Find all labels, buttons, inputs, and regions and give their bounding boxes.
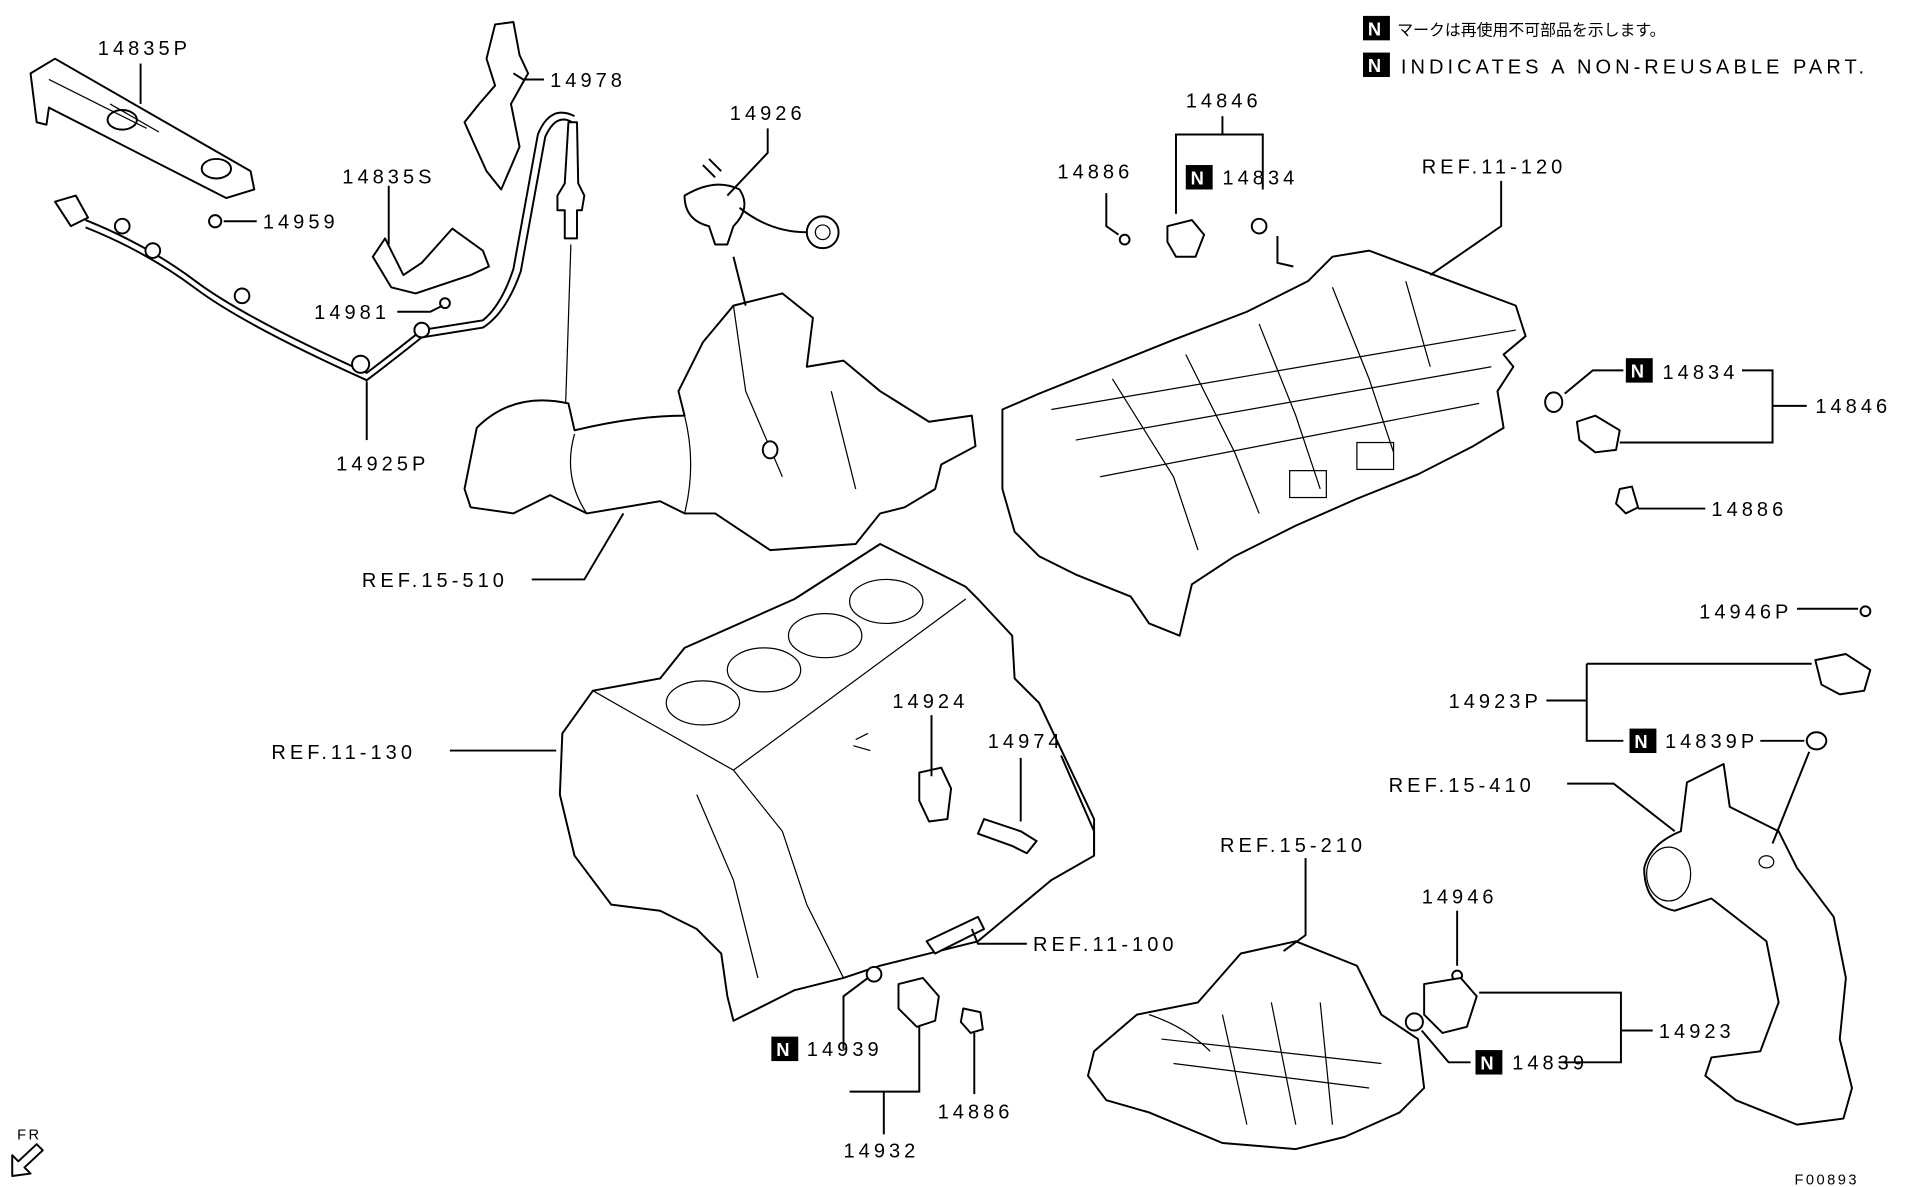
label-14924[interactable]: 14924 bbox=[892, 691, 968, 713]
non-reusable-mark: N bbox=[1631, 361, 1644, 382]
figure-code: F00893 bbox=[1795, 1173, 1859, 1187]
non-reusable-mark: N bbox=[1191, 168, 1204, 189]
label-ref-11-100[interactable]: REF.11-100 bbox=[1033, 934, 1178, 956]
harness-14925P-drawing bbox=[54, 194, 89, 228]
label-14925P[interactable]: 14925P bbox=[336, 454, 429, 476]
sensor-14978-area-drawing bbox=[556, 121, 586, 240]
label-14959[interactable]: 14959 bbox=[263, 212, 339, 234]
non-reusable-mark-icon bbox=[771, 1036, 799, 1062]
bracket-14978-drawing bbox=[463, 21, 530, 191]
label-14974[interactable]: 14974 bbox=[988, 731, 1064, 753]
bolt-14886-bottom-drawing bbox=[959, 1007, 984, 1034]
o-ring-14839P-drawing bbox=[1805, 731, 1828, 751]
non-reusable-mark: N bbox=[1634, 731, 1647, 752]
label-14886-right[interactable]: 14886 bbox=[1711, 499, 1787, 521]
label-ref-11-130[interactable]: REF.11-130 bbox=[271, 742, 416, 764]
intake-manifold-ref-15-210-drawing bbox=[1086, 940, 1426, 1151]
exhaust-manifold-ref-15-510-drawing bbox=[463, 292, 977, 552]
label-ref-15-210[interactable]: REF.15-210 bbox=[1220, 835, 1366, 857]
non-reusable-mark-icon bbox=[1629, 728, 1657, 754]
non-reusable-mark-icon bbox=[1625, 358, 1653, 383]
bolt-14981-drawing bbox=[439, 297, 451, 310]
o-ring-14834-top-drawing bbox=[1250, 217, 1268, 235]
label-14834-right[interactable]: 14834 bbox=[1663, 362, 1739, 384]
front-indicator: FR bbox=[11, 1127, 44, 1177]
label-ref-15-510[interactable]: REF.15-510 bbox=[362, 570, 508, 592]
sensor-14846-right-drawing bbox=[1575, 414, 1621, 454]
label-ref-11-120[interactable]: REF.11-120 bbox=[1422, 157, 1567, 179]
non-reusable-mark-icon bbox=[1185, 165, 1213, 190]
part-drawings bbox=[29, 21, 1872, 1151]
non-reusable-mark-icon bbox=[1475, 1050, 1503, 1075]
non-reusable-mark-icon bbox=[1363, 15, 1390, 41]
cylinder-head-ref-11-120-drawing bbox=[1001, 249, 1527, 637]
label-14835S[interactable]: 14835S bbox=[342, 166, 435, 188]
legend-japanese-text: マークは再使用不可部品を示します。 bbox=[1397, 20, 1665, 39]
label-14932[interactable]: 14932 bbox=[843, 1141, 919, 1163]
label-14946[interactable]: 14946 bbox=[1422, 886, 1498, 908]
grommet-drawing bbox=[106, 109, 138, 131]
label-14978[interactable]: 14978 bbox=[550, 70, 626, 92]
o-ring-14839-drawing bbox=[1404, 1012, 1424, 1032]
non-reusable-mark-icon bbox=[1363, 52, 1390, 78]
non-reusable-mark: N bbox=[776, 1039, 789, 1060]
sealant-ref-11-100-drawing bbox=[925, 915, 986, 955]
bolt-14886-right-drawing bbox=[1615, 485, 1640, 515]
bolt-14974-drawing bbox=[976, 818, 1038, 855]
bolt-14886-top-drawing bbox=[1118, 233, 1131, 246]
label-14981[interactable]: 14981 bbox=[314, 302, 390, 324]
sensor-14846-top-drawing bbox=[1166, 219, 1206, 258]
legend: N マークは再使用不可部品を示します。 N INDICATES A NON-RE… bbox=[1363, 15, 1868, 78]
label-14846-right[interactable]: 14846 bbox=[1815, 396, 1891, 418]
label-14886-bottom[interactable]: 14886 bbox=[938, 1102, 1014, 1124]
sensor-14923P-drawing bbox=[1814, 653, 1872, 696]
label-14839[interactable]: 14839 bbox=[1512, 1053, 1588, 1075]
grommet-drawing bbox=[200, 157, 233, 180]
cylinder-block-ref-11-130-drawing bbox=[558, 543, 1096, 1022]
bracket-14835S-drawing bbox=[371, 227, 490, 295]
label-14835P[interactable]: 14835P bbox=[98, 38, 191, 60]
label-14839P[interactable]: 14839P bbox=[1665, 731, 1758, 753]
o-ring-14834-right-drawing bbox=[1544, 391, 1564, 413]
legend-mark: N bbox=[1368, 18, 1381, 39]
label-14923[interactable]: 14923 bbox=[1659, 1021, 1735, 1043]
label-14946P[interactable]: 14946P bbox=[1699, 602, 1792, 624]
sensor-14923-drawing bbox=[1423, 976, 1478, 1034]
sensor-14926-drawing bbox=[683, 183, 746, 246]
label-ref-15-410[interactable]: REF.15-410 bbox=[1389, 775, 1535, 797]
label-14939[interactable]: 14939 bbox=[807, 1039, 883, 1061]
legend-english-text: INDICATES A NON-REUSABLE PART. bbox=[1401, 56, 1868, 78]
label-14923P[interactable]: 14923P bbox=[1449, 691, 1542, 713]
sensor-14932-drawing bbox=[897, 976, 940, 1028]
part-labels: 14835P 14978 14926 14835S 14959 14981 14… bbox=[98, 38, 1891, 1163]
air-duct-ref-15-410-drawing bbox=[1643, 763, 1853, 1126]
label-14834-top[interactable]: 14834 bbox=[1222, 168, 1298, 190]
legend-mark: N bbox=[1368, 55, 1381, 76]
o-ring-14939-drawing bbox=[865, 965, 883, 983]
front-label: FR bbox=[17, 1127, 41, 1143]
leader-lines bbox=[139, 63, 1859, 1135]
label-14846-top[interactable]: 14846 bbox=[1186, 91, 1262, 113]
front-arrow-icon bbox=[11, 1143, 44, 1177]
label-14886-top[interactable]: 14886 bbox=[1057, 161, 1133, 183]
non-reusable-mark: N bbox=[1480, 1053, 1493, 1074]
bolt-14946P-drawing bbox=[1859, 605, 1872, 618]
nut-14959-drawing bbox=[208, 214, 223, 229]
label-14926[interactable]: 14926 bbox=[730, 103, 806, 125]
bracket-14835P-drawing bbox=[29, 57, 256, 200]
sensor-14924-drawing bbox=[918, 766, 953, 823]
